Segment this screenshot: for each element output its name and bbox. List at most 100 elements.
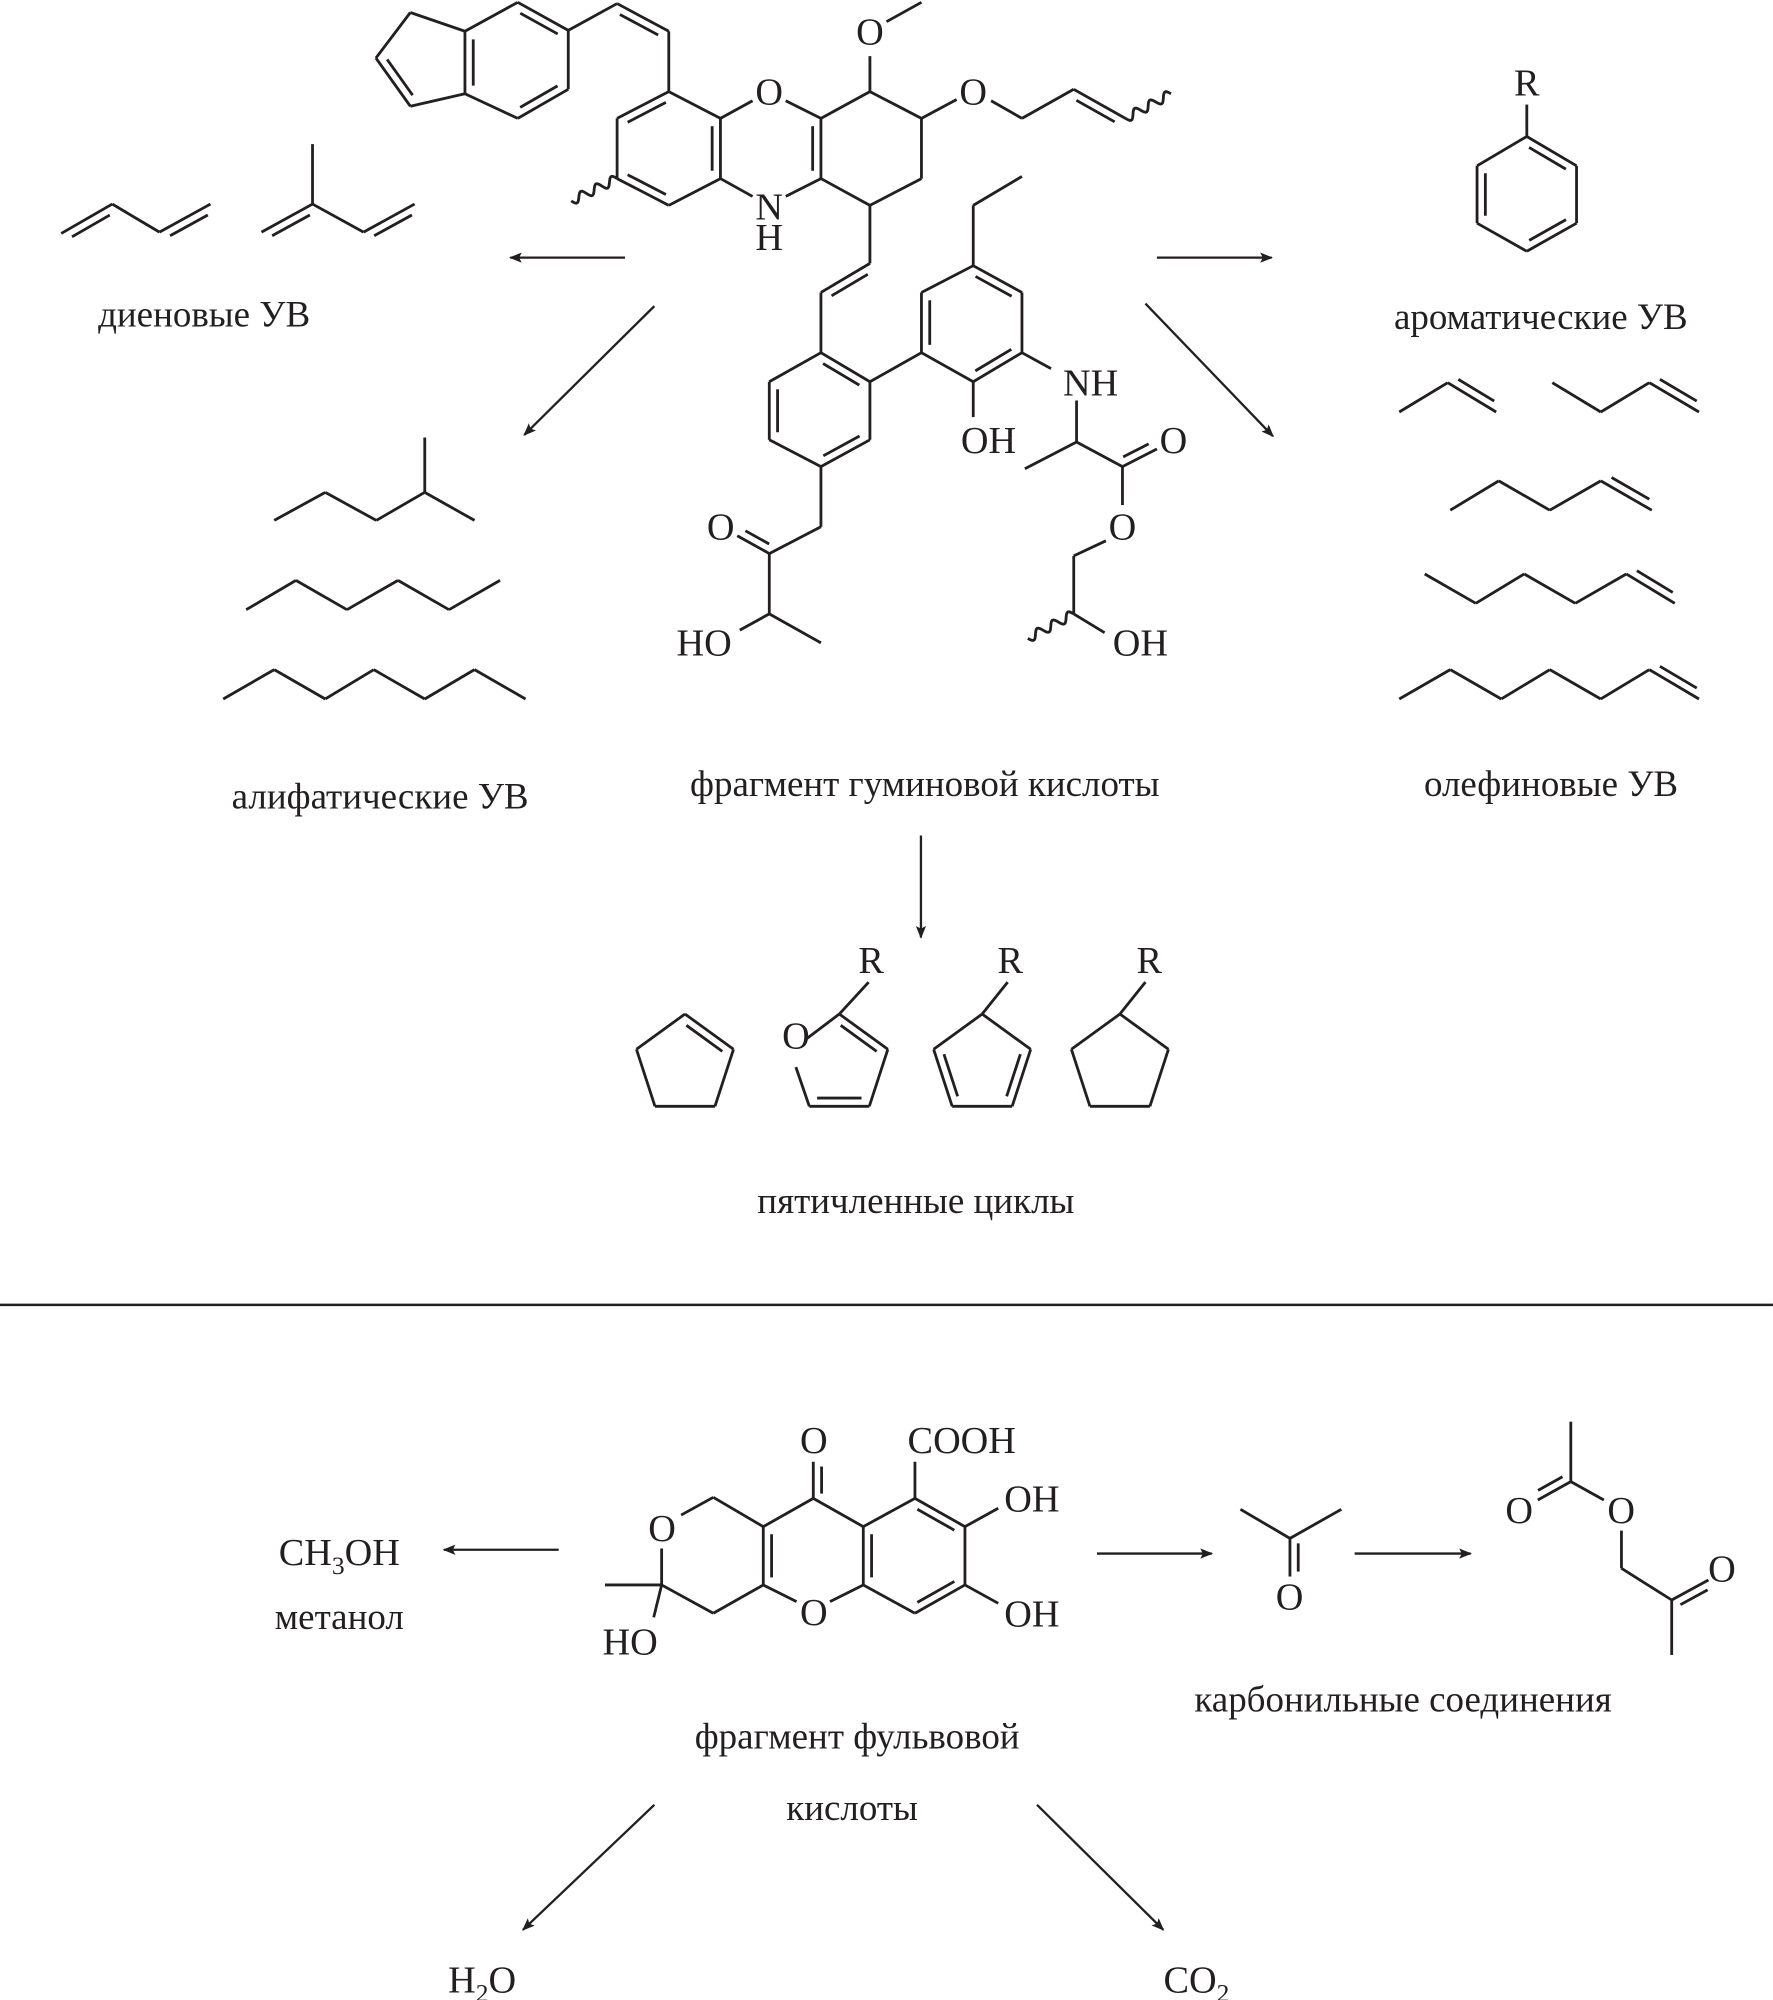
bond (981, 981, 1009, 1015)
bond (652, 1584, 663, 1618)
bond (464, 92, 519, 120)
atom-hydroxyl: HO (602, 1621, 657, 1663)
bond (920, 98, 958, 120)
bond (914, 1583, 966, 1615)
bond (942, 1053, 959, 1097)
bond (668, 90, 722, 120)
atom-ketone-oxygen: O (707, 507, 735, 549)
aromatic-substituent-r: R (1514, 63, 1540, 105)
bond (1449, 479, 1500, 512)
bond (785, 99, 822, 120)
bond (424, 668, 476, 701)
bond (768, 351, 822, 383)
acetone-oxygen: O (1276, 1577, 1304, 1619)
bond (1475, 572, 1525, 605)
atom-ether-oxygen: O (959, 72, 987, 114)
label-humic-fragment: фрагмент гуминовой кислоты (690, 763, 1159, 804)
bond (1446, 381, 1497, 414)
bond (838, 1012, 889, 1051)
bond (1600, 381, 1650, 414)
bond (838, 981, 870, 1015)
bond (1659, 378, 1698, 403)
bond (1476, 135, 1528, 168)
bond (273, 668, 326, 701)
bond (346, 579, 399, 611)
bond (820, 262, 871, 294)
bond (1070, 1012, 1121, 1051)
bond (1551, 381, 1602, 414)
furan-oxygen: O (782, 1015, 810, 1057)
bond (964, 1583, 999, 1605)
bond (972, 175, 1023, 207)
bond (1528, 218, 1567, 242)
bond (1075, 99, 1116, 124)
bond (71, 213, 111, 239)
bond (1118, 981, 1147, 1015)
bond (974, 348, 1013, 373)
atom-carbonyl-oxygen: O (1160, 420, 1188, 462)
bond (1449, 668, 1502, 701)
bond (1075, 440, 1124, 468)
bond (1659, 665, 1698, 690)
bond (1005, 1053, 1022, 1097)
bond (374, 57, 412, 108)
bond (660, 1583, 714, 1615)
bond (768, 525, 822, 555)
ester-oxygen: O (1607, 1490, 1635, 1532)
bond (1523, 572, 1576, 605)
bond (1500, 668, 1551, 701)
bond (794, 1066, 811, 1107)
bond (1620, 1567, 1673, 1602)
bond (410, 92, 466, 108)
bond (1021, 351, 1052, 370)
bond (1476, 221, 1528, 253)
bond (680, 1496, 714, 1517)
bond (260, 202, 314, 234)
atom-ester-oxygen: O (1109, 507, 1137, 549)
bond (517, 88, 569, 120)
arrow-to-aliphatic (523, 305, 656, 436)
formula-methanol: CH3OH (279, 1532, 400, 1580)
bond (719, 99, 754, 120)
bond (311, 202, 365, 234)
bond (517, 1, 569, 32)
bond (768, 438, 822, 468)
formula-carbon-dioxide: CO2 (1164, 1959, 1230, 2000)
atom-ring-oxygen: O (755, 72, 783, 114)
ester-carbonyl-oxygen: O (1505, 1490, 1533, 1532)
bond (626, 101, 667, 124)
bond (820, 177, 871, 207)
bond (1073, 88, 1127, 120)
bond (932, 1012, 983, 1051)
cyclopentadiene-substituent-r: R (997, 940, 1023, 982)
bond (684, 1012, 735, 1051)
bond (1024, 440, 1078, 470)
bond (820, 438, 871, 468)
bond (972, 264, 1023, 294)
arrows (442, 252, 1472, 1931)
bond (409, 11, 466, 33)
bond (920, 264, 974, 294)
label-methanol: метанол (275, 1596, 404, 1637)
atom-carboxyl: COOH (908, 1420, 1016, 1462)
bond (1679, 1588, 1709, 1606)
atom-hydroxyl-right: OH (1113, 623, 1168, 665)
arrow-to-olefins (1144, 302, 1274, 438)
atom-amine: NH (1063, 362, 1118, 404)
label-dienes: диеновые УВ (98, 294, 310, 335)
humic-acid-structure: O N H O O O HO OH NH O O OH (676, 12, 1187, 665)
bond (869, 177, 923, 207)
bond (324, 668, 375, 701)
bond (397, 579, 450, 611)
fulvic-acid-structure: O HO O O COOH OH OH (602, 1420, 1059, 1664)
bond (373, 213, 413, 237)
bond (964, 1507, 999, 1528)
bond (362, 202, 416, 234)
bond (885, 1, 923, 23)
bond (1457, 378, 1495, 403)
bond (1498, 479, 1551, 512)
bond (1570, 1480, 1605, 1502)
bond (570, 174, 618, 205)
arrow-to-co2 (1036, 1804, 1165, 1931)
bond (920, 351, 974, 383)
